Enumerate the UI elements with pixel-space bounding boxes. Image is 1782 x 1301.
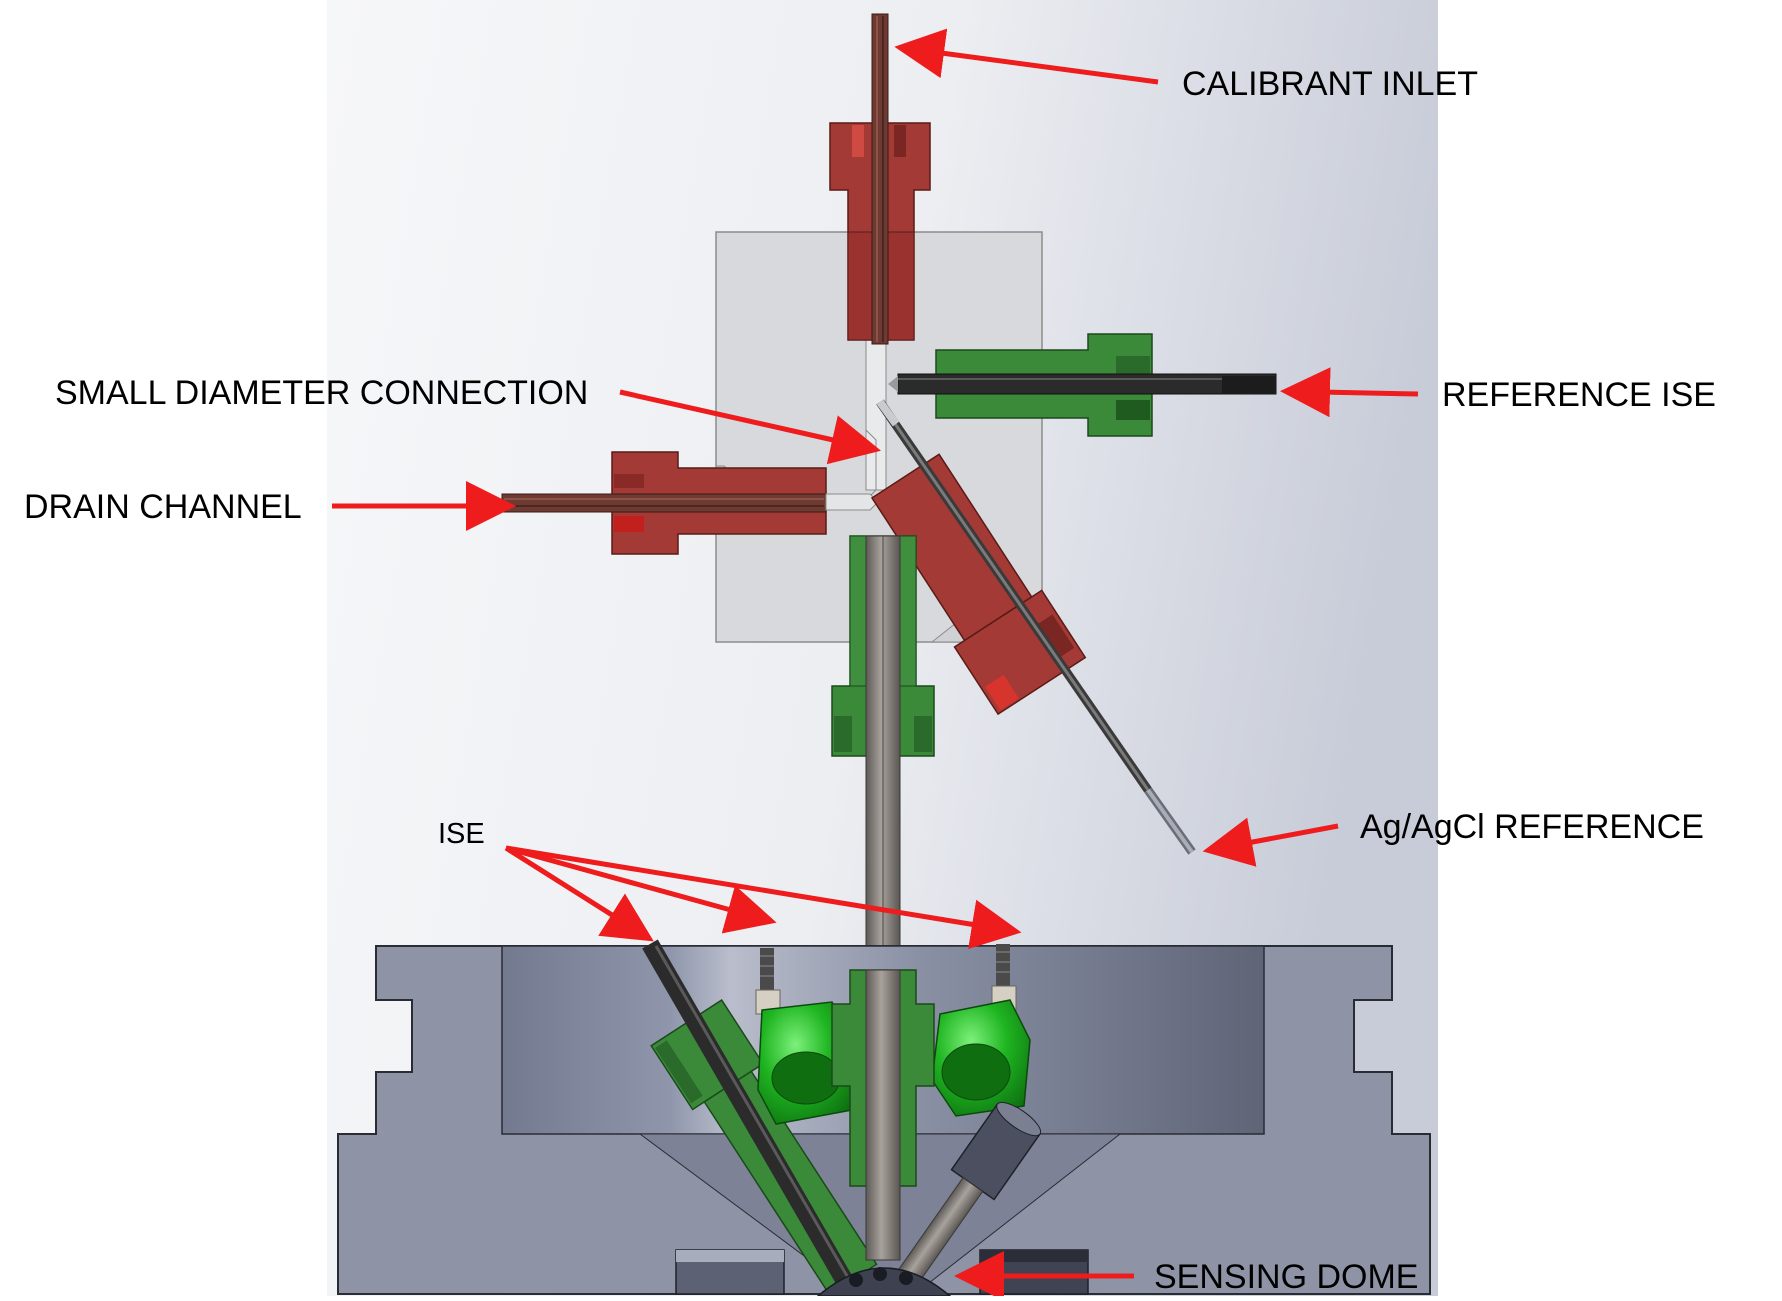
right-grey-probe: [887, 1101, 1042, 1299]
left-ise-electrode: [642, 939, 858, 1295]
arrow-agagcl-reference: [1202, 817, 1339, 867]
reference-ise-fitting: [888, 333, 1277, 437]
label-reference-ise: REFERENCE ISE: [1442, 376, 1716, 414]
calibrant-inlet-fitting: [829, 13, 931, 345]
ise-cylinder-left: [755, 948, 853, 1125]
drain-channel-fitting: [501, 451, 879, 555]
arrow-ise-3: [505, 845, 1022, 950]
sensing-dome: [815, 1267, 953, 1297]
label-drain-channel: DRAIN CHANNEL: [24, 488, 302, 526]
annotation-arrows: [332, 28, 1419, 1301]
arrow-small-diameter-connection: [619, 389, 882, 465]
ise-cylinder-right: [931, 944, 1031, 1117]
label-ise: ISE: [438, 818, 485, 850]
agagcl-reference-fitting: [870, 453, 1087, 716]
agagcl-reference-wire: [876, 399, 1196, 855]
label-agagcl-reference: Ag/AgCl REFERENCE: [1360, 808, 1704, 846]
label-sensing-dome: SENSING DOME: [1154, 1258, 1419, 1296]
label-small-diameter-connection: SMALL DIAMETER CONNECTION: [55, 374, 589, 412]
label-calibrant-inlet: CALIBRANT INLET: [1182, 65, 1479, 103]
arrow-calibrant-inlet: [894, 28, 1159, 85]
arrow-reference-ise: [1280, 367, 1419, 418]
arrow-ise-2: [505, 845, 777, 934]
arrow-ise-1: [504, 845, 654, 942]
lower-central-green-fitting: [831, 969, 935, 1261]
